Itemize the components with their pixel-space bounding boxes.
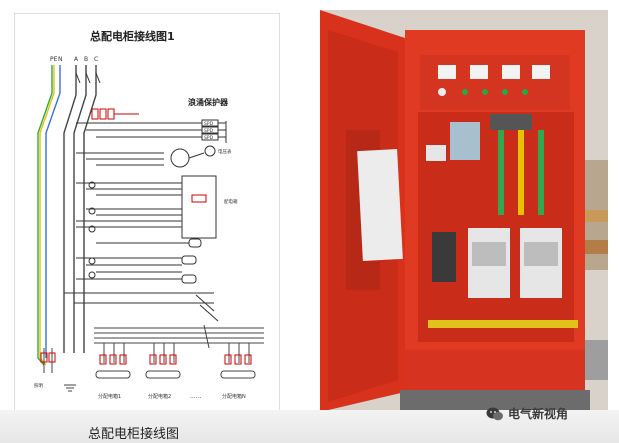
bus-label-b: B	[84, 56, 88, 63]
feeder-label-n: 分配电箱N	[222, 393, 246, 400]
wiring-diagram: 总配电柜接线图1 PE N A B C	[13, 12, 281, 419]
feeder-label-2: 分配电箱2	[148, 393, 171, 400]
lighting-branch	[40, 348, 76, 392]
feeder-bus	[94, 324, 264, 349]
main-switch	[75, 72, 139, 120]
cabinet-illustration	[320, 10, 608, 412]
brand-text: 电气新视角	[508, 407, 569, 421]
bottom-strip	[0, 410, 619, 443]
surge-protector-label: 浪涌保护器	[188, 97, 229, 107]
cabinet-photo	[320, 10, 608, 412]
brand-watermark: 电气新视角	[486, 405, 568, 422]
bus-lines	[37, 65, 97, 366]
wiring-diagram-panel: 总配电柜接线图1 PE N A B C	[13, 12, 281, 419]
meter-side-label: 配电箱	[224, 198, 238, 205]
image-caption: 总配电柜接线图	[88, 427, 180, 442]
bus-label-a: A	[74, 56, 79, 63]
feeder-label-1: 分配电箱1	[98, 393, 121, 400]
feeder-boxes	[95, 343, 256, 379]
spd-label-1: SPD	[204, 121, 214, 127]
voltmeter-label: 电压表	[218, 148, 232, 155]
spd-lines	[76, 119, 227, 143]
lighting-label: 照明	[34, 383, 43, 389]
bus-label-pe: PE	[50, 56, 58, 63]
bus-label-c: C	[94, 56, 98, 63]
feeder-dots: ......	[190, 393, 202, 400]
wechat-icon	[486, 407, 503, 420]
spd-label-2: SPD	[204, 128, 214, 134]
spd-label-3: SPD	[204, 135, 214, 141]
meter-block	[76, 175, 217, 248]
diagram-title: 总配电柜接线图1	[90, 29, 175, 43]
bus-label-n: N	[58, 56, 63, 63]
lower-ct-group	[64, 255, 219, 322]
voltmeter	[76, 145, 216, 168]
